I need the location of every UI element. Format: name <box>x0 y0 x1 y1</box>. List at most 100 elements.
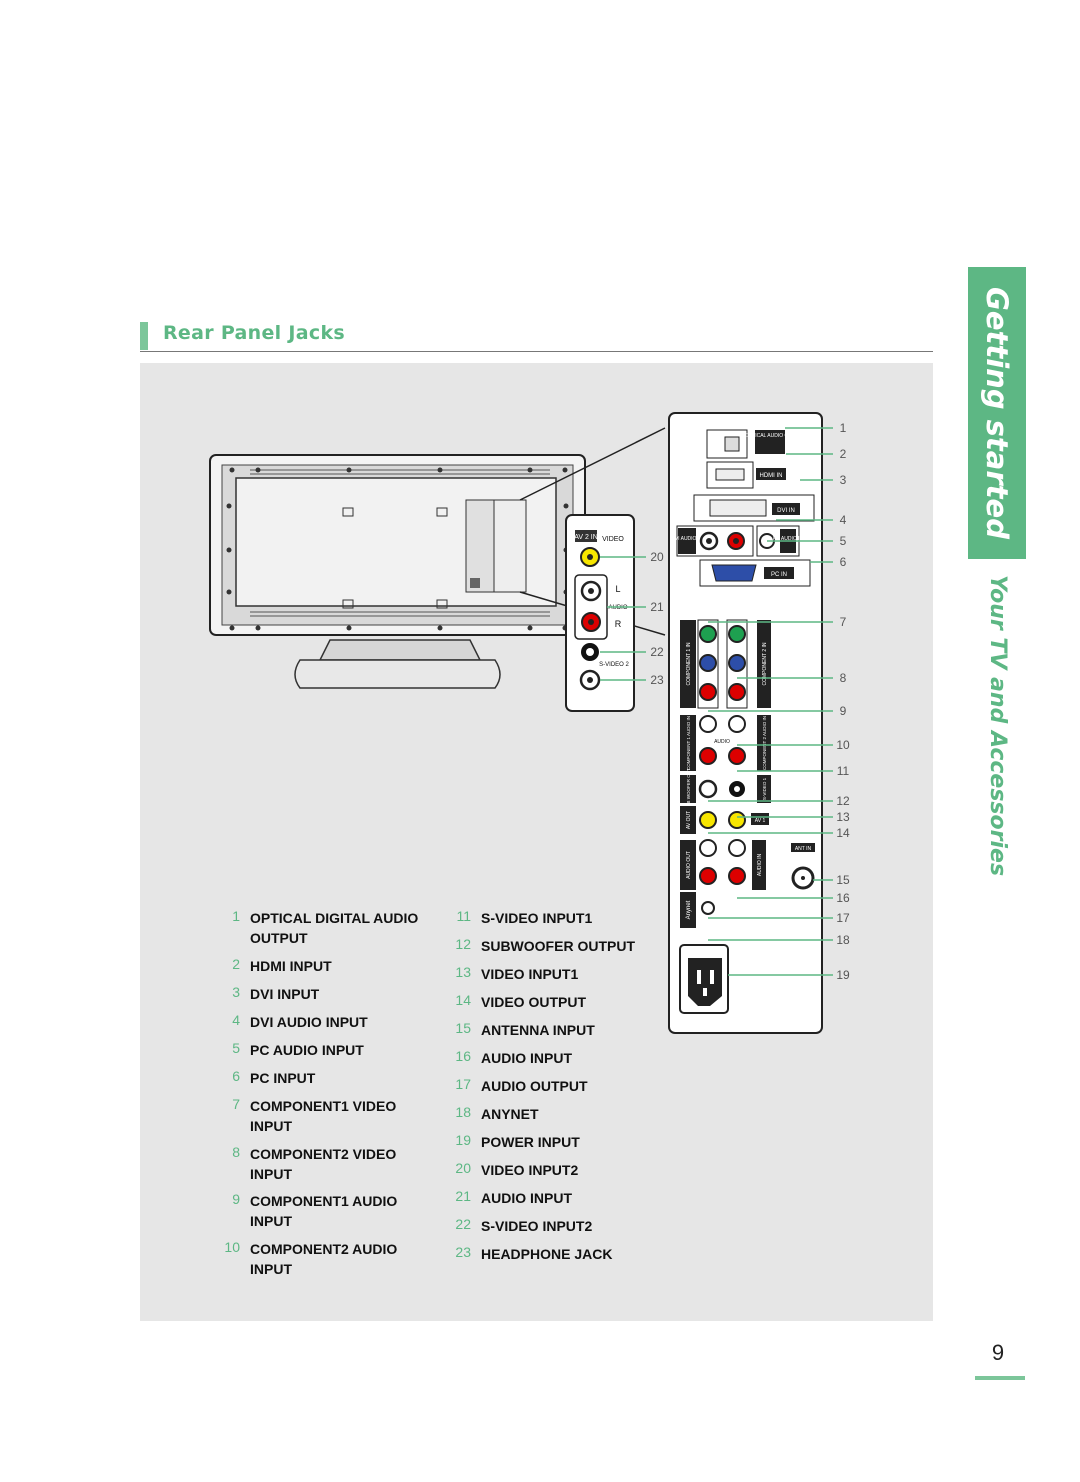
optical-label: OPTICAL AUDIO OUT <box>745 433 795 439</box>
callout-17: 17 <box>836 911 850 925</box>
callout-3: 3 <box>840 473 847 487</box>
legend-number: 17 <box>455 1076 471 1092</box>
legend-number: 4 <box>232 1012 240 1028</box>
legend-label: VIDEO INPUT1 <box>481 966 579 982</box>
callout-5: 5 <box>840 534 847 548</box>
legend-label: OPTICAL DIGITAL AUDIO OUTPUT <box>250 910 419 946</box>
legend-number: 3 <box>232 984 240 1000</box>
section-accent-bar <box>140 322 148 350</box>
audio-in-label: AUDIO IN <box>757 854 763 877</box>
legend-label: S-VIDEO INPUT1 <box>481 910 593 926</box>
side-r-label: R <box>615 619 622 629</box>
legend-number: 14 <box>455 992 471 1008</box>
legend-number: 15 <box>455 1020 471 1036</box>
svideo1-label: S-VIDEO 1 <box>762 777 767 800</box>
callout-19: 19 <box>836 968 850 982</box>
page-number-rule <box>975 1376 1025 1380</box>
callout-10: 10 <box>836 738 850 752</box>
legend-number: 7 <box>232 1096 240 1112</box>
section-divider <box>140 351 933 352</box>
legend-label: POWER INPUT <box>481 1134 580 1150</box>
video-label: VIDEO <box>602 536 624 543</box>
legend-number: 10 <box>224 1239 240 1255</box>
callout-14: 14 <box>836 826 850 840</box>
callout-6: 6 <box>840 555 847 569</box>
page-number: 9 <box>991 1340 1005 1365</box>
legend-number: 9 <box>232 1191 240 1207</box>
legend-label: PC INPUT <box>250 1070 316 1086</box>
side-l-label: L <box>615 584 620 594</box>
legend-label: S-VIDEO INPUT2 <box>481 1218 593 1234</box>
legend-label: COMPONENT1 AUDIO INPUT <box>250 1193 398 1229</box>
subwoofer-label: SUB WOOFER OUT <box>686 768 691 810</box>
pc-in-label: PC IN <box>771 572 787 578</box>
dvi-label: DVI IN <box>777 508 795 514</box>
legend-label: ANYNET <box>481 1106 539 1122</box>
component1-audio-label: COMPONENT 1 AUDIO IN <box>686 716 691 770</box>
legend-label: VIDEO INPUT2 <box>481 1162 579 1178</box>
callout-21: 21 <box>650 600 664 614</box>
legend-label: AUDIO INPUT <box>481 1050 572 1066</box>
callout-8: 8 <box>840 671 847 685</box>
legend-number: 13 <box>455 964 471 980</box>
tv-back-diagram <box>209 427 666 689</box>
legend-label: VIDEO OUTPUT <box>481 994 587 1010</box>
component2-audio-label: COMPONENT 2 AUDIO IN <box>762 716 767 770</box>
callout-20: 20 <box>650 550 664 564</box>
legend-label: HDMI INPUT <box>250 958 332 974</box>
legend-number: 6 <box>232 1068 240 1084</box>
dvi-audio-label: DVI AUDIO IN <box>671 536 703 542</box>
legend-number: 19 <box>455 1132 471 1148</box>
legend-label: DVI INPUT <box>250 986 320 1002</box>
ant-in-label: ANT IN <box>795 846 812 852</box>
callout-15: 15 <box>836 873 850 887</box>
rear-jack-panel: OPTICAL AUDIO OUT HDMI IN DVI IN DVI AUD… <box>668 412 833 1034</box>
callout-4: 4 <box>840 513 847 527</box>
legend-label: COMPONENT2 AUDIO INPUT <box>250 1241 398 1277</box>
legend-label: DVI AUDIO INPUT <box>250 1014 368 1030</box>
legend-label: AUDIO INPUT <box>481 1190 572 1206</box>
av-out-label: AV OUT <box>686 811 692 829</box>
callout-1: 1 <box>840 421 847 435</box>
side-audio-label: AUDIO <box>608 605 627 611</box>
legend-number: 21 <box>455 1188 471 1204</box>
callout-23: 23 <box>650 673 664 687</box>
legend-label: ANTENNA INPUT <box>481 1022 595 1038</box>
anynet-label: Anynet <box>686 900 692 919</box>
legend-number: 23 <box>455 1244 471 1260</box>
callout-13: 13 <box>836 810 850 824</box>
legend-number: 16 <box>455 1048 471 1064</box>
chapter-tab: Getting started <box>968 267 1026 559</box>
callout-2: 2 <box>840 447 847 461</box>
callout-11: 11 <box>837 764 850 778</box>
callout-9: 9 <box>840 704 847 718</box>
audio-out-label: AUDIO OUT <box>686 851 692 879</box>
svideo2-label: S-VIDEO 2 <box>599 662 629 668</box>
av2-in-label: AV 2 IN <box>574 534 598 541</box>
av1-label: AV 1 <box>755 818 766 824</box>
callout-16: 16 <box>836 891 850 905</box>
callout-7: 7 <box>840 615 847 629</box>
side-jack-panel: AV 2 IN VIDEO L AUDIO R S-VIDEO 2 <box>565 514 646 712</box>
callout-12: 12 <box>836 794 850 808</box>
legend-number: 22 <box>455 1216 471 1232</box>
legend-number: 20 <box>455 1160 471 1176</box>
legend-label: PC AUDIO INPUT <box>250 1042 364 1058</box>
callout-18: 18 <box>836 933 850 947</box>
legend-label: COMPONENT1 VIDEO INPUT <box>250 1098 397 1134</box>
legend-number: 18 <box>455 1104 471 1120</box>
legend-number: 5 <box>232 1040 240 1056</box>
callout-22: 22 <box>650 645 664 659</box>
legend-label: COMPONENT2 VIDEO INPUT <box>250 1146 397 1182</box>
legend-number: 11 <box>456 908 471 924</box>
audio-label: AUDIO <box>714 739 730 745</box>
legend-label: AUDIO OUTPUT <box>481 1078 588 1094</box>
hdmi-label: HDMI IN <box>760 473 783 479</box>
component1-label: COMPONENT 1 IN <box>686 642 692 685</box>
legend-label: HEADPHONE JACK <box>481 1246 613 1262</box>
legend-label: SUBWOOFER OUTPUT <box>481 938 635 954</box>
legend-number: 2 <box>232 956 240 972</box>
section-title: Rear Panel Jacks <box>163 322 345 344</box>
